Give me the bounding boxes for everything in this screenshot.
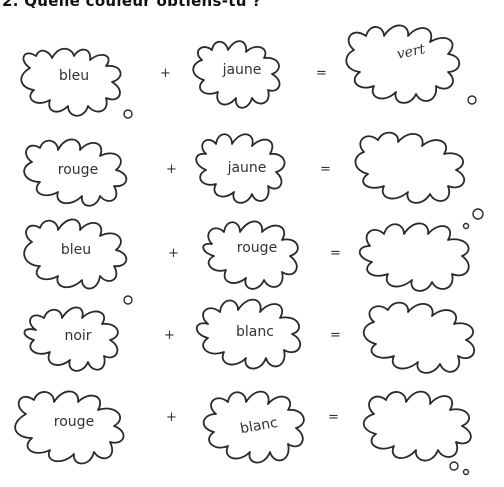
paint-splash-color2: jaune (188, 124, 306, 216)
equals-sign: = (330, 246, 341, 261)
plus-sign: + (166, 410, 177, 425)
color1-label: noir (16, 328, 140, 344)
paint-splash-result (350, 382, 498, 482)
equals-sign: = (328, 410, 339, 425)
paint-splash-result: vert (336, 14, 486, 114)
color1-label: bleu (10, 242, 142, 258)
splash-outline-icon (348, 200, 498, 308)
paint-splash-color1: noir (16, 292, 140, 388)
paint-splash-color1: rouge (10, 130, 146, 214)
equals-sign: = (320, 162, 331, 177)
splash-outline-icon (350, 382, 498, 482)
plus-sign: + (160, 66, 171, 81)
paint-splash-color2: blanc (196, 378, 322, 478)
plus-sign: + (166, 162, 177, 177)
paint-splash-result (348, 200, 498, 308)
paint-splash-color2: jaune (186, 30, 298, 118)
equals-sign: = (316, 66, 327, 81)
equals-sign: = (330, 328, 341, 343)
plus-sign: + (164, 328, 175, 343)
equation-row-5: rouge + blanc = (0, 384, 504, 480)
color1-label: rouge (4, 414, 144, 430)
color1-label: bleu (10, 68, 138, 84)
color2-label: blanc (190, 324, 320, 340)
plus-sign: + (168, 246, 179, 261)
color2-label: rouge (194, 240, 320, 256)
paint-splash-color1: bleu (10, 212, 142, 300)
color2-label: jaune (186, 62, 298, 78)
splash-outline-icon (352, 294, 500, 390)
splash-outline-icon (4, 384, 144, 476)
equation-row-1: bleu + jaune = vert (0, 8, 504, 104)
color2-label: jaune (188, 160, 306, 176)
paint-splash-result (352, 294, 500, 390)
color1-label: rouge (10, 162, 146, 178)
paint-splash-color2: blanc (190, 288, 320, 388)
paint-splash-color1: rouge (4, 384, 144, 476)
paint-splash-color1: bleu (10, 34, 138, 122)
